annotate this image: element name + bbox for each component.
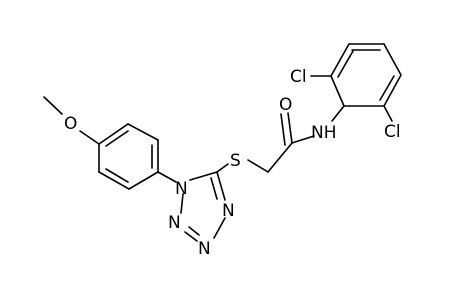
bond-ring1-b xyxy=(127,123,159,141)
atom-cl-top: Cl xyxy=(290,67,307,87)
atom-o-methoxy: O xyxy=(64,114,77,134)
bond-ring2-e xyxy=(383,74,402,107)
bond-c5-n4-double xyxy=(210,177,218,200)
bond-ring1-d xyxy=(128,171,159,190)
bond-n2-n1 xyxy=(180,193,184,214)
bond-nh-aryl xyxy=(331,105,345,122)
atom-nh: NH xyxy=(311,123,337,143)
bond-ring1-double-1 xyxy=(105,130,129,147)
atom-n4: N xyxy=(222,201,235,221)
bond-n3-n2-double xyxy=(188,226,200,236)
atom-n3: N xyxy=(198,239,211,259)
bond-ring1-double-3 xyxy=(105,168,129,183)
atom-n1: N xyxy=(175,179,188,199)
bond-n3-n2 xyxy=(184,231,198,242)
bond-ring1-e xyxy=(98,171,130,190)
bond-ring1-a xyxy=(98,123,129,145)
bond-c-o xyxy=(287,112,293,144)
bond-n1-c5 xyxy=(189,171,218,181)
bond-n4-n3 xyxy=(213,217,226,239)
atom-cl-right: Cl xyxy=(384,122,401,142)
bond-ring2-a xyxy=(330,75,345,107)
bond-c-o-double xyxy=(280,113,286,146)
atom-n2: N xyxy=(168,213,181,233)
bond-methyl-o xyxy=(43,96,63,115)
atom-s: S xyxy=(230,151,241,171)
bond-ring2-double-1 xyxy=(337,50,354,78)
bond-ring2-double-2 xyxy=(379,75,395,101)
bond-cl-right xyxy=(383,105,393,122)
bond-o-aryl xyxy=(79,130,100,145)
bond-ring2-b xyxy=(330,43,350,77)
bond-ring2-d xyxy=(383,43,402,76)
atom-o-carbonyl: O xyxy=(279,95,292,115)
bond-c5-n4 xyxy=(216,171,226,201)
bond-s-ch2 xyxy=(247,159,269,173)
bond-aryl-n1 xyxy=(157,171,177,183)
bond-ch2-co xyxy=(267,142,293,173)
bond-c5-s xyxy=(216,163,229,173)
bond-c-nh xyxy=(291,135,315,144)
